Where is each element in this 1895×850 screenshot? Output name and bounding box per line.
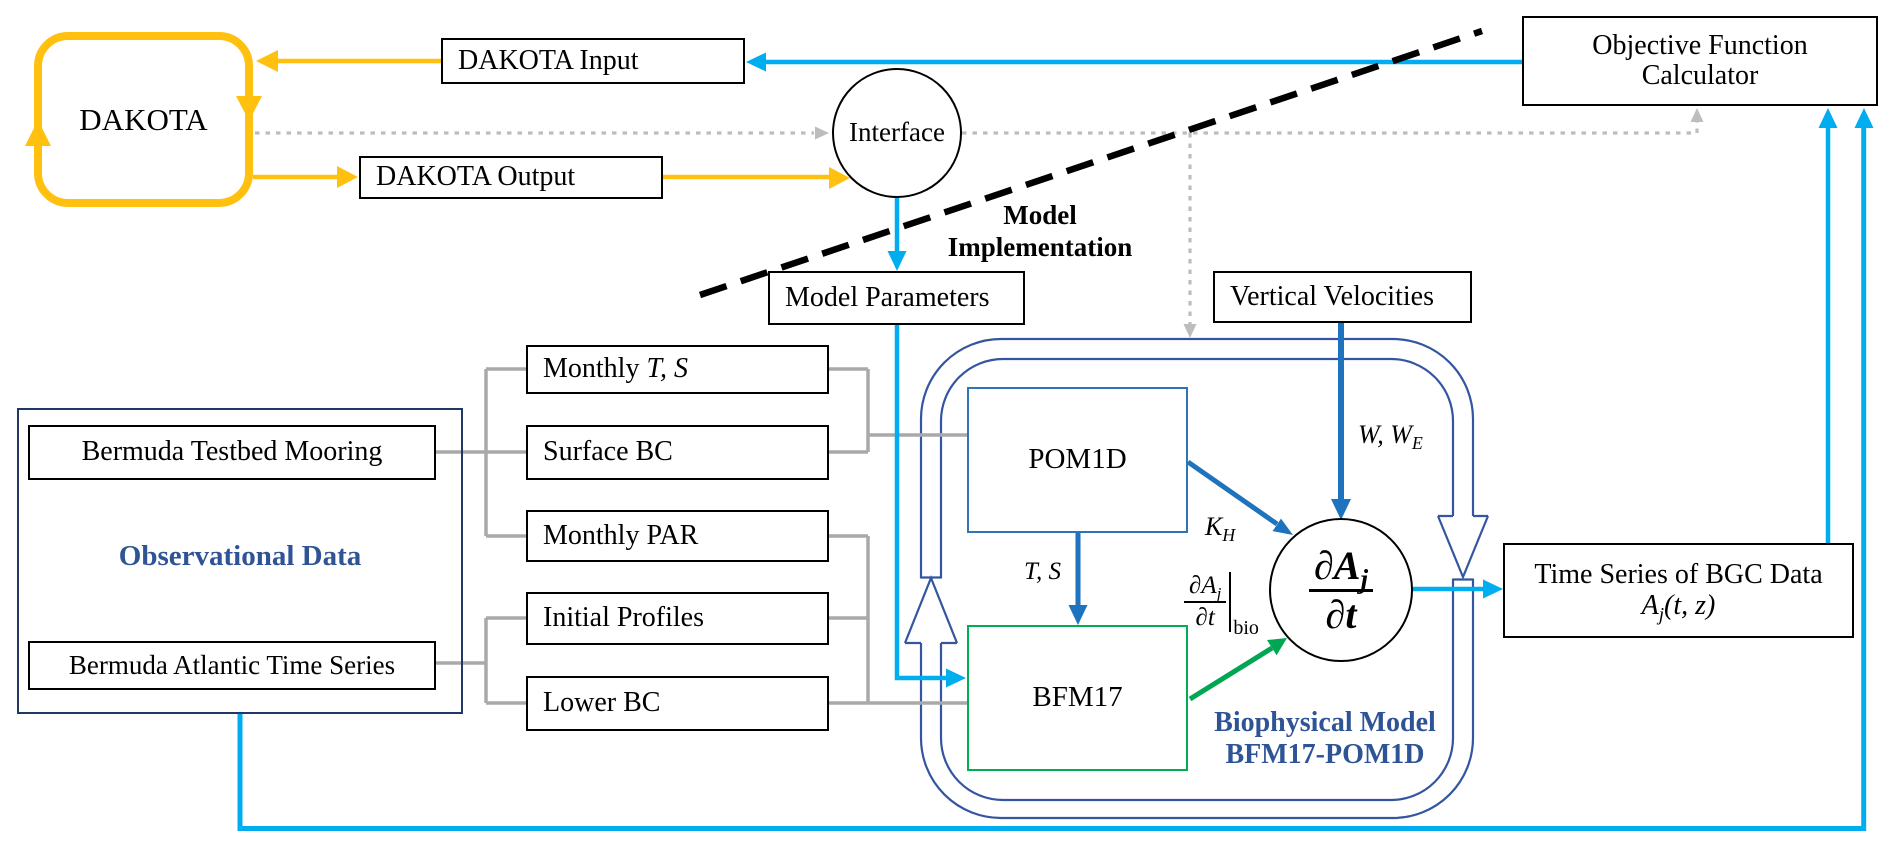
biophysical-model-line1: Biophysical Model bbox=[1214, 707, 1436, 738]
dakota-label: DAKOTA bbox=[79, 101, 208, 137]
cyan-arrows bbox=[237, 108, 1874, 831]
monthly-par-node: Monthly PAR bbox=[526, 510, 829, 562]
yellow-arrows bbox=[253, 50, 850, 189]
bfm17-label: BFM17 bbox=[1032, 681, 1123, 714]
bermuda-testbed-mooring-label: Bermuda Testbed Mooring bbox=[81, 436, 383, 468]
bfm17-node: BFM17 bbox=[967, 625, 1188, 771]
w-we-label: W, WE bbox=[1358, 420, 1423, 454]
objective-function-calculator-node: Objective Function Calculator bbox=[1522, 16, 1878, 106]
time-series-line1: Time Series of BGC Data bbox=[1534, 559, 1823, 591]
monthly-ts-node: Monthly T, S bbox=[526, 345, 829, 394]
model-parameters-node: Model Parameters bbox=[768, 271, 1025, 325]
green-arrow bbox=[1188, 638, 1287, 702]
bio-subscript: bio bbox=[1233, 617, 1259, 639]
biophysical-model-line2: BFM17-POM1D bbox=[1225, 739, 1425, 770]
interface-label: Interface bbox=[849, 117, 945, 148]
model-implementation-line2: Implementation bbox=[947, 232, 1133, 262]
model-implementation-label: Model Implementation bbox=[900, 199, 1180, 263]
surface-bc-node: Surface BC bbox=[526, 425, 829, 480]
bermuda-atlantic-time-series-node: Bermuda Atlantic Time Series bbox=[28, 641, 436, 690]
dadt-circle-node: ∂Aj ∂t bbox=[1269, 518, 1413, 662]
vertical-velocities-node: Vertical Velocities bbox=[1213, 271, 1472, 323]
gray-connectors bbox=[436, 367, 967, 705]
phase-divider-dashed-line bbox=[698, 27, 1484, 299]
initial-profiles-node: Initial Profiles bbox=[526, 592, 829, 645]
model-parameters-label: Model Parameters bbox=[785, 281, 990, 313]
bermuda-atlantic-time-series-label: Bermuda Atlantic Time Series bbox=[68, 649, 396, 680]
ofc-label-line1: Objective Function bbox=[1592, 29, 1808, 61]
vertical-velocities-label: Vertical Velocities bbox=[1230, 280, 1434, 312]
monthly-ts-math: T, S bbox=[646, 353, 688, 385]
blue-arrows bbox=[1068, 323, 1351, 625]
time-series-math: Aj(t, z) bbox=[1641, 589, 1716, 626]
dotted-interface-links bbox=[255, 108, 1704, 338]
pom1d-label: POM1D bbox=[1028, 443, 1127, 476]
ring-down-arrow-icon bbox=[1436, 514, 1490, 581]
biophysical-model-ring bbox=[903, 337, 1490, 820]
ofc-label-line2: Calculator bbox=[1641, 60, 1759, 91]
model-implementation-line1: Model bbox=[1003, 200, 1077, 230]
ring-up-arrow-icon bbox=[903, 575, 959, 645]
dakota-loop-up-arrow-icon bbox=[25, 120, 51, 146]
observational-data-group bbox=[17, 408, 463, 714]
initial-profiles-label: Initial Profiles bbox=[543, 602, 704, 634]
biophysical-model-label: Biophysical Model BFM17-POM1D bbox=[1185, 707, 1465, 771]
pom1d-node: POM1D bbox=[967, 387, 1188, 533]
evaluated-at-bar bbox=[1229, 572, 1232, 632]
interface-node: Interface bbox=[832, 68, 962, 198]
surface-bc-label: Surface BC bbox=[543, 436, 673, 468]
observational-data-title: Observational Data bbox=[118, 540, 362, 572]
lower-bc-label: Lower BC bbox=[543, 687, 661, 719]
monthly-par-label: Monthly PAR bbox=[543, 519, 699, 551]
dakota-loop-down-arrow-icon bbox=[236, 96, 262, 121]
dadt-fraction: ∂Aj ∂t bbox=[1308, 544, 1373, 636]
ts-label: T, S bbox=[1024, 558, 1062, 585]
monthly-ts-prefix: Monthly bbox=[543, 353, 647, 385]
kh-label: KH bbox=[1205, 512, 1236, 546]
bermuda-testbed-mooring-node: Bermuda Testbed Mooring bbox=[28, 425, 436, 480]
dadt-bio-label: ∂Aj ∂t bio bbox=[1184, 572, 1259, 639]
dakota-input-node: DAKOTA Input bbox=[441, 38, 745, 84]
dakota-input-label: DAKOTA Input bbox=[458, 44, 639, 76]
dakota-output-node: DAKOTA Output bbox=[359, 156, 663, 199]
dakota-output-label: DAKOTA Output bbox=[376, 161, 576, 193]
lower-bc-node: Lower BC bbox=[526, 676, 829, 731]
time-series-bgc-node: Time Series of BGC Data Aj(t, z) bbox=[1503, 543, 1854, 638]
